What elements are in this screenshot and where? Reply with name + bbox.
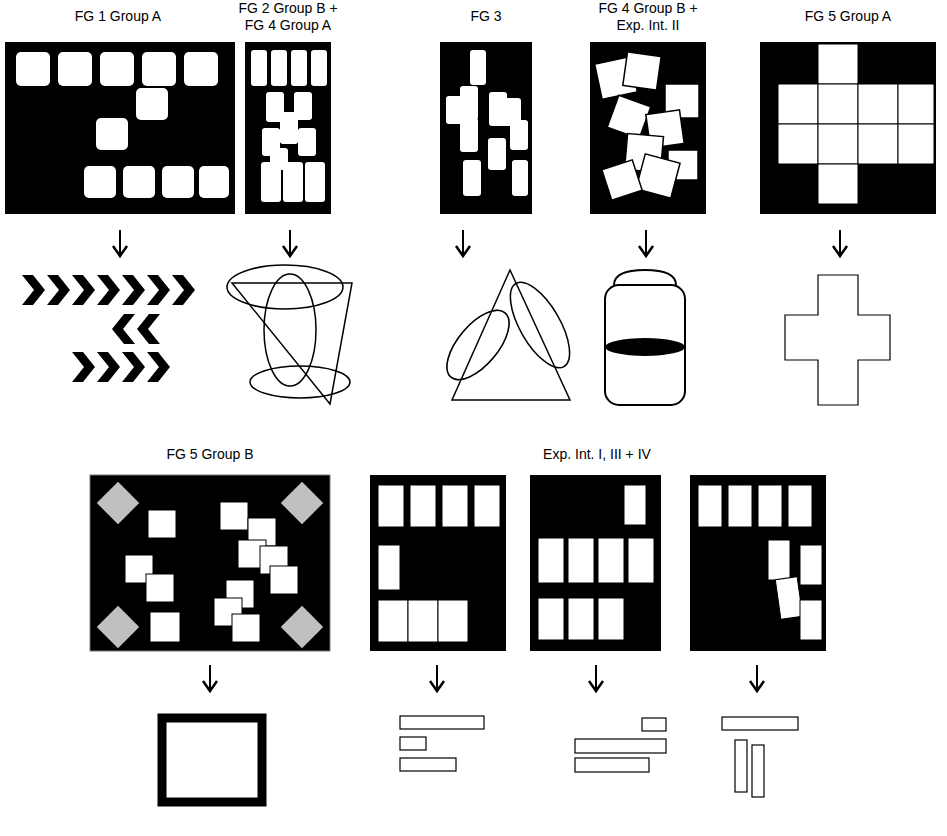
panel-heading: FG 1 Group A <box>18 8 218 25</box>
panel-heading: FG 3 <box>426 8 546 25</box>
panel-heading: FG 2 Group B + FG 4 Group A <box>229 0 347 34</box>
panel-heading: FG 5 Group B <box>110 446 310 463</box>
panel-heading: Exp. Int. I, III + IV <box>477 446 717 463</box>
panel-heading: FG 4 Group B + Exp. Int. II <box>589 0 707 34</box>
panel-heading: FG 5 Group A <box>763 8 933 25</box>
